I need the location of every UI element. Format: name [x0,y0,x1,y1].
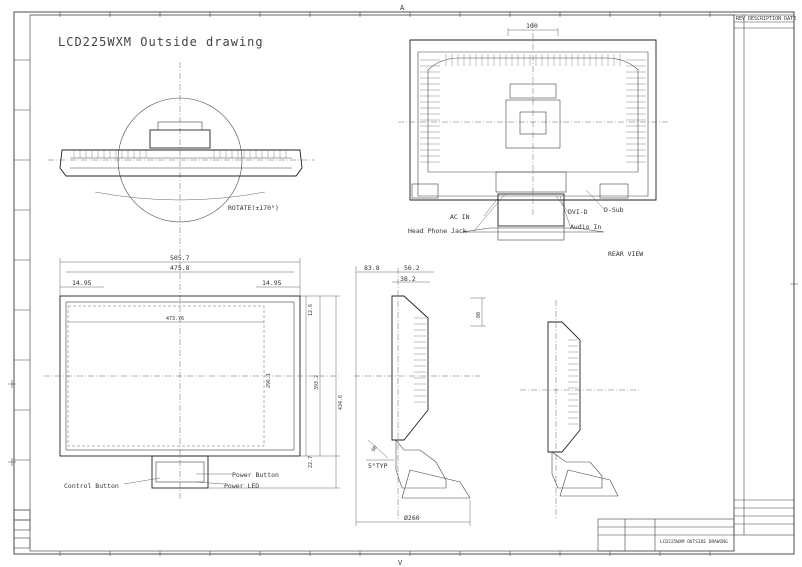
callout-audio-in: Audio In [570,223,601,231]
side-view-tilted [520,300,640,520]
sheet-border [13,11,795,555]
title-block [597,518,735,552]
top-marker: A [400,4,405,12]
dim-bottom: 22.7 [308,456,314,468]
dim-tilt: 90 [371,445,379,453]
sheet-inner-border [29,14,735,552]
bottom-marker: V [398,559,403,567]
callout-power-led: Power LED [224,482,259,490]
zone-ticks [14,12,734,556]
dim-top-margin: 12.6 [308,304,314,316]
dim-tilt-label: 5°TYP [368,462,388,470]
callout-power-button: Power Button [232,471,279,479]
dim-active-height: 296.1 [266,373,272,388]
rear-view-label: REAR VIEW [608,250,643,258]
left-index-boxes [13,509,31,549]
revision-column [733,14,795,536]
dim-height-2: 434.6 [338,395,344,410]
dim-active-width: 473.76 [166,316,184,322]
revision-header: REV DESCRIPTION DATE [736,16,796,22]
top-view: ROTATE(±170°) [48,62,315,255]
side-view-upright [354,266,486,526]
dim-left-margin: 14.95 [72,279,92,287]
dim-bezel-width: 475.8 [170,264,190,272]
dim-right-margin: 14.95 [262,279,282,287]
dim-depth-3: 38.2 [400,275,416,283]
rotation-label: ROTATE(±170°) [228,204,279,212]
callout-head-phone-jack: Head Phone Jack [408,227,467,235]
title-block-name: LCD225WXM OUTSIDE DRAWING [660,539,728,545]
callout-dvi: DVI-D [568,208,588,216]
registration-marks [8,280,798,466]
dim-height: 80 [476,312,482,318]
callout-ac-in: AC IN [450,213,470,221]
rear-view: 100 [398,22,668,241]
dim-overall-width: 505.7 [170,254,190,262]
callout-d-sub: D-Sub [604,206,624,214]
drawing-title: LCD225WXM Outside drawing [58,35,264,49]
dim-base: Ø260 [404,514,420,522]
front-view [44,258,340,500]
dim-height-1: 393.2 [314,375,320,390]
dim-depth-top: 83.8 [364,264,380,272]
callout-control-button: Control Button [64,482,119,490]
rear-dim-top: 100 [526,22,538,30]
dim-depth-2: 56.2 [404,264,420,272]
